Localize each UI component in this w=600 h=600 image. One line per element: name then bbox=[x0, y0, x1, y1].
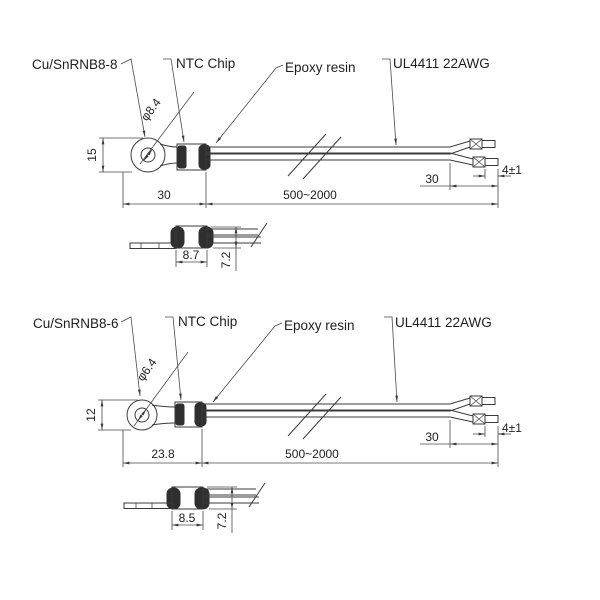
side-view: 8.7 7.2 bbox=[129, 222, 268, 271]
side-cap-left bbox=[170, 226, 185, 249]
terminal-length-dim: 30 bbox=[157, 188, 171, 202]
ntc-chip-callout: NTC Chip bbox=[178, 314, 237, 329]
side-wire-break bbox=[248, 482, 266, 508]
wire-leader bbox=[382, 58, 397, 146]
chip-leader bbox=[163, 58, 185, 143]
side-wires bbox=[203, 488, 259, 504]
figure-rnb8-8: Cu/SnRNB8-8 NTC Chip Epoxy resin UL4411 … bbox=[32, 56, 522, 271]
epoxy-leader bbox=[215, 64, 284, 144]
wire-lower-bot bbox=[202, 416, 474, 423]
side-wires bbox=[207, 228, 261, 244]
epoxy-callout: Epoxy resin bbox=[285, 60, 356, 75]
epoxy-leader bbox=[212, 322, 283, 403]
wire-leader bbox=[384, 316, 398, 403]
leader-lines bbox=[120, 316, 398, 403]
body-length-dim: 8.7 bbox=[183, 248, 200, 262]
body-outline bbox=[176, 143, 207, 171]
crimp-terminal-lower bbox=[472, 413, 499, 425]
body-outline bbox=[174, 401, 203, 428]
strip-length-dim: 30 bbox=[425, 172, 439, 186]
hole-diameter-dim: φ6.4 bbox=[134, 355, 160, 383]
wire-spec-callout: UL4411 22AWG bbox=[393, 56, 490, 71]
break-mark bbox=[287, 133, 327, 177]
callout-labels: Cu/SnRNB8-8 NTC Chip Epoxy resin UL4411 … bbox=[32, 56, 490, 75]
side-wire-break bbox=[250, 222, 268, 248]
dimensions: φ6.4 12 23.8 500~2000 30 4±1 bbox=[84, 351, 522, 467]
epoxy-tip bbox=[194, 402, 207, 427]
epoxy-tip bbox=[198, 144, 211, 170]
terminal-length-dim: 23.8 bbox=[151, 447, 175, 461]
side-lug-tab bbox=[123, 502, 173, 509]
wire-upper-top bbox=[202, 397, 471, 405]
ring-outer bbox=[126, 399, 158, 431]
terminal-height-dim: 15 bbox=[85, 148, 99, 162]
body-diameter-dim: 7.2 bbox=[219, 251, 233, 268]
break-mark bbox=[302, 136, 342, 180]
ntc-chip-band bbox=[177, 145, 187, 169]
tip-length-dim: 4±1 bbox=[502, 163, 522, 177]
wire-lower-top bbox=[206, 152, 474, 160]
terminal-leader bbox=[120, 58, 146, 138]
ring-terminal bbox=[126, 399, 176, 431]
body-diameter-dim: 7.2 bbox=[215, 512, 229, 529]
epoxy-callout: Epoxy resin bbox=[284, 318, 355, 333]
tip-length-dim: 4±1 bbox=[502, 421, 522, 435]
side-view: 8.5 7.2 bbox=[123, 482, 266, 533]
wire-length-dim: 500~2000 bbox=[285, 447, 339, 461]
body-length-dim: 8.5 bbox=[179, 511, 196, 525]
dimensions: φ8.4 15 30 500~2000 30 4±1 bbox=[85, 91, 522, 208]
leader-lines bbox=[120, 58, 397, 146]
ntc-chip-callout: NTC Chip bbox=[176, 56, 235, 71]
side-lug-tab bbox=[129, 242, 177, 249]
break-mark bbox=[302, 396, 342, 440]
side-cap-left bbox=[166, 487, 181, 510]
wires bbox=[206, 133, 499, 180]
wire-lower-bot bbox=[206, 159, 474, 166]
terminal-height-dim: 12 bbox=[84, 408, 98, 422]
terminal-callout: Cu/SnRNB8-6 bbox=[33, 316, 119, 331]
crimp-terminal-upper bbox=[469, 395, 496, 407]
wire-length-dim: 500~2000 bbox=[283, 188, 337, 202]
wire-spec-callout: UL4411 22AWG bbox=[395, 315, 492, 330]
wire-upper-bot bbox=[202, 403, 471, 412]
chip-leader bbox=[165, 316, 182, 401]
wire-upper-bot bbox=[206, 146, 471, 155]
callout-labels: Cu/SnRNB8-6 NTC Chip Epoxy resin UL4411 … bbox=[33, 314, 492, 333]
terminal-hole bbox=[140, 147, 156, 163]
wire-lower-top bbox=[202, 409, 474, 417]
crimp-terminal-upper bbox=[469, 138, 496, 150]
sensor-body bbox=[174, 401, 207, 428]
wire-upper-top bbox=[206, 140, 471, 148]
ntc-chip-band bbox=[175, 403, 185, 426]
side-body bbox=[171, 486, 204, 510]
strip-length-dim: 30 bbox=[425, 430, 439, 444]
terminal-hole bbox=[134, 407, 150, 423]
crimp-terminal-lower bbox=[472, 156, 499, 168]
wires bbox=[202, 393, 499, 440]
terminal-callout: Cu/SnRNB8-8 bbox=[32, 57, 118, 72]
figure-rnb8-6: Cu/SnRNB8-6 NTC Chip Epoxy resin UL4411 … bbox=[33, 314, 522, 533]
sensor-body bbox=[176, 143, 211, 171]
ring-outer bbox=[130, 137, 166, 173]
side-cap-right bbox=[194, 487, 210, 510]
break-mark bbox=[287, 393, 327, 437]
terminal-leader bbox=[120, 316, 141, 397]
ring-terminal bbox=[130, 137, 178, 173]
